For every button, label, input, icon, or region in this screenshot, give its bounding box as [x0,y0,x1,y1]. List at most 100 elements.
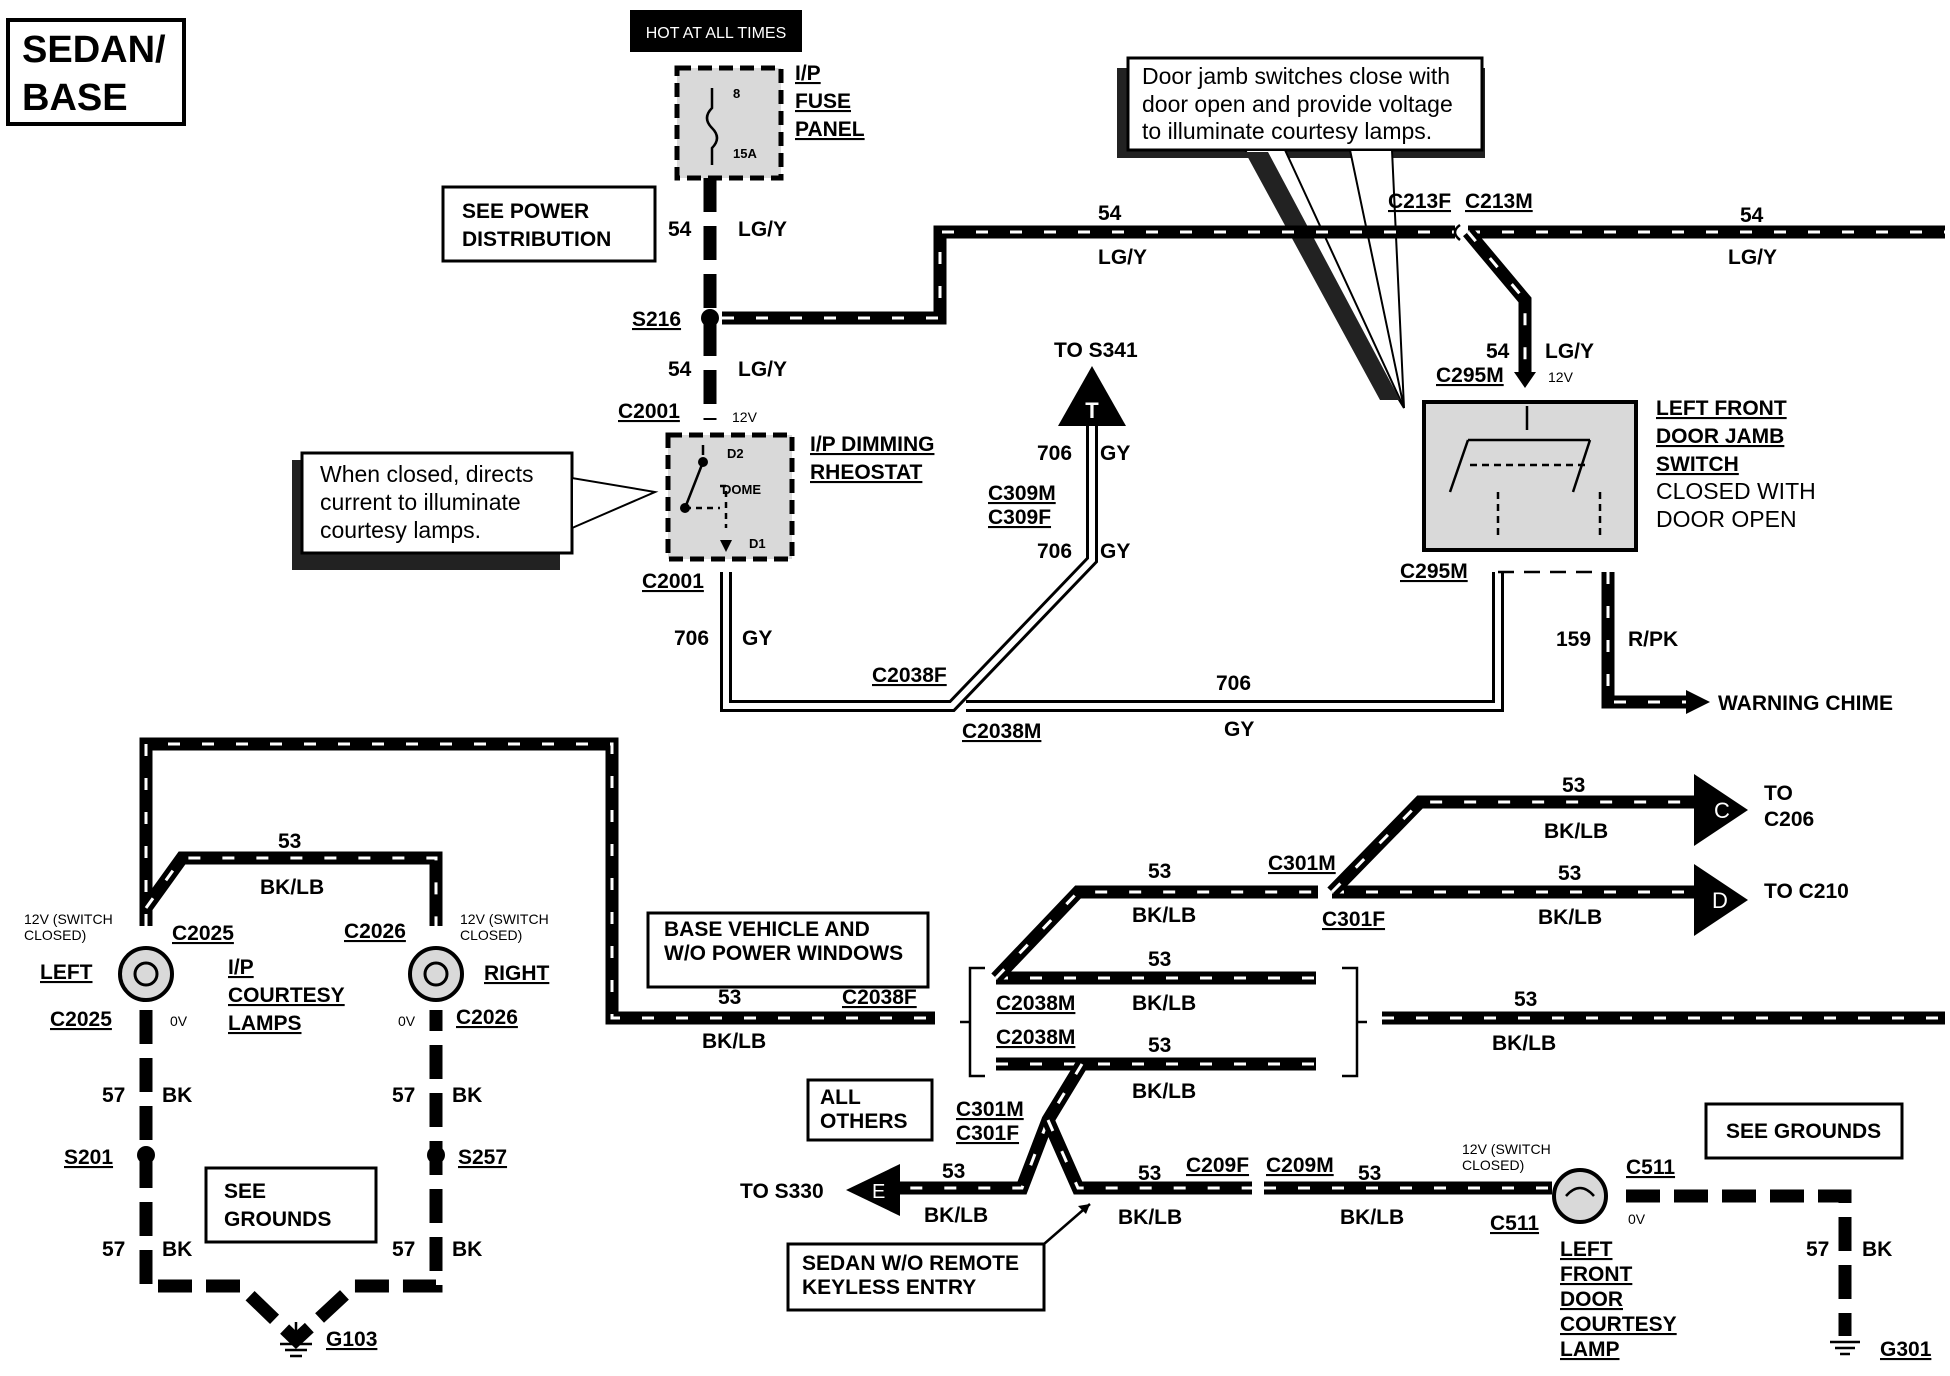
door-switch-label-1: LEFT FRONT [1656,397,1787,420]
hot-at-all-times-banner [630,10,802,52]
door-switch-label-3: SWITCH [1656,453,1739,476]
door-lamp-label-2: FRONT [1560,1263,1632,1286]
wire-lgy-label-d: LG/Y [1728,246,1777,269]
wire-gy-label-d: GY [1224,718,1254,741]
door-note-line1: Door jamb switches close with [1142,63,1450,89]
see-power-line1: SEE POWER [462,200,589,223]
wire-53-label-l: 53 [1148,1034,1171,1057]
courtesy-label-1: I/P [228,956,254,979]
rheostat-note-line2: current to illuminate [320,489,521,515]
wire-53-label-lamp: 53 [1358,1162,1381,1185]
connector-c209f: C209F [1186,1154,1249,1177]
door-lamp-ov: 0V [1628,1211,1646,1227]
ground-g301-label: G301 [1880,1338,1932,1361]
rheostat-d1: D1 [749,536,766,551]
connector-c295m-top: C295M [1436,364,1504,387]
wire-bklb-label-lamps: BK/LB [260,876,324,899]
splice-s257-dot [427,1146,445,1164]
wire-lgy-label-a: LG/Y [738,218,787,241]
hot-at-all-times-label: HOT AT ALL TIMES [646,25,787,42]
connector-c2001-top: C2001 [618,400,680,423]
rheostat-switch-arm [683,461,705,509]
door-note-line3: to illuminate courtesy lamps. [1142,118,1432,144]
wire-706-label-c: 706 [1037,540,1072,563]
door-note-line2: door open and provide voltage [1142,91,1453,117]
connector-c2038m-top: C2038M [962,720,1041,743]
wire-bklb-label-rb: BK/LB [1492,1032,1556,1055]
right-switch-closed-1: 12V (SWITCH [460,911,549,927]
to-c206-tag: C [1714,798,1730,823]
wire-706-label-a: 706 [674,627,709,650]
connector-c2025-bottom: C2025 [50,1008,112,1031]
to-c206-line2: C206 [1764,808,1814,831]
connector-c301f-bottom: C301F [956,1122,1019,1145]
splice-s216-dot [701,309,719,327]
sedan-wo-box [786,1242,1046,1312]
right-lamp-label: RIGHT [484,962,550,985]
wire-53-label-s330: 53 [942,1160,965,1183]
left-switch-closed-1: 12V (SWITCH [24,911,113,927]
connector-c309m: C309M [988,482,1056,505]
connector-c2038f-bottom: C2038F [842,986,917,1009]
right-lamp-ov: 0V [398,1013,416,1029]
connector-c213-symbol [1453,223,1461,241]
wire-53-label-lamps: 53 [278,830,301,853]
warning-chime-arrow [1686,690,1710,714]
wire-bk-label-d: BK [452,1238,482,1261]
right-courtesy-lamp [408,946,464,1002]
fuse-label-3: PANEL [795,118,865,141]
ground-g301-icon [1830,1340,1860,1356]
rheostat-dome: DOME [722,482,761,497]
sedan-wo-line1: SEDAN W/O REMOTE [802,1252,1019,1275]
fuse-amps: 15A [733,146,757,161]
splice-s201-dot [137,1146,155,1164]
see-power-box [441,185,657,263]
fuse-label-2: FUSE [795,90,851,113]
left-switch-closed-2: CLOSED) [24,927,86,943]
wire-bklb-label-l: BK/LB [1132,1080,1196,1103]
base-vehicle-line1: BASE VEHICLE AND [664,918,870,941]
door-lamp-label-3: DOOR [1560,1288,1623,1311]
wire-bklb-label-ur: BK/LB [1132,904,1196,927]
to-c210-arrow [1694,864,1748,936]
wire-gy-label-b: GY [1100,442,1130,465]
connector-c301f-top: C301F [1322,908,1385,931]
warning-chime-label: WARNING CHIME [1718,692,1893,715]
wire-53-label-c210: 53 [1558,862,1581,885]
wire-bklb-label-c210: BK/LB [1538,906,1602,929]
see-grounds-line1: SEE [224,1180,266,1203]
door-switch-12v: 12V [1548,369,1574,385]
right-switch-closed-2: CLOSED) [460,927,522,943]
wire-57-label-door: 57 [1806,1238,1829,1261]
see-grounds-line2: GROUNDS [224,1208,331,1231]
connector-c511-bottom: C511 [1490,1212,1539,1235]
wire-57-door-ground [1626,1189,1852,1336]
wire-53-label-rb: 53 [1514,988,1537,1011]
to-s341-arrow [1058,366,1126,426]
to-c210-label: TO C210 [1764,880,1849,903]
rheostat-label-2: RHEOSTAT [810,461,923,484]
courtesy-label-2: COURTESY [228,984,345,1007]
connector-c2001-bottom: C2001 [642,570,704,593]
wire-54-label-e: 54 [1486,340,1510,363]
see-grounds2-box [1704,1102,1904,1160]
wire-bklb-label-s330: BK/LB [924,1204,988,1227]
wire-57-label-c: 57 [102,1238,125,1261]
wire-53-to-c206 [1327,795,1694,897]
to-c210-tag: D [1712,888,1728,913]
wire-rpk-label: R/PK [1628,628,1678,651]
door-lamp-switch-2: CLOSED) [1462,1157,1524,1173]
to-c206-line1: TO [1764,782,1793,805]
rheostat-12v: 12V [732,409,758,425]
wire-54-label-a: 54 [668,218,692,241]
connector-c2038f-top: C2038F [872,664,947,687]
title-line2: BASE [22,77,128,119]
ground-g103-label: G103 [326,1328,377,1351]
connector-c301m-bottom: C301M [956,1098,1024,1121]
rheostat-note-line1: When closed, directs [320,461,533,487]
wire-bk-label-b: BK [452,1084,482,1107]
splice-s201-label: S201 [64,1146,113,1169]
splice-s257-label: S257 [458,1146,507,1169]
connector-c2026-bottom: C2026 [456,1006,518,1029]
